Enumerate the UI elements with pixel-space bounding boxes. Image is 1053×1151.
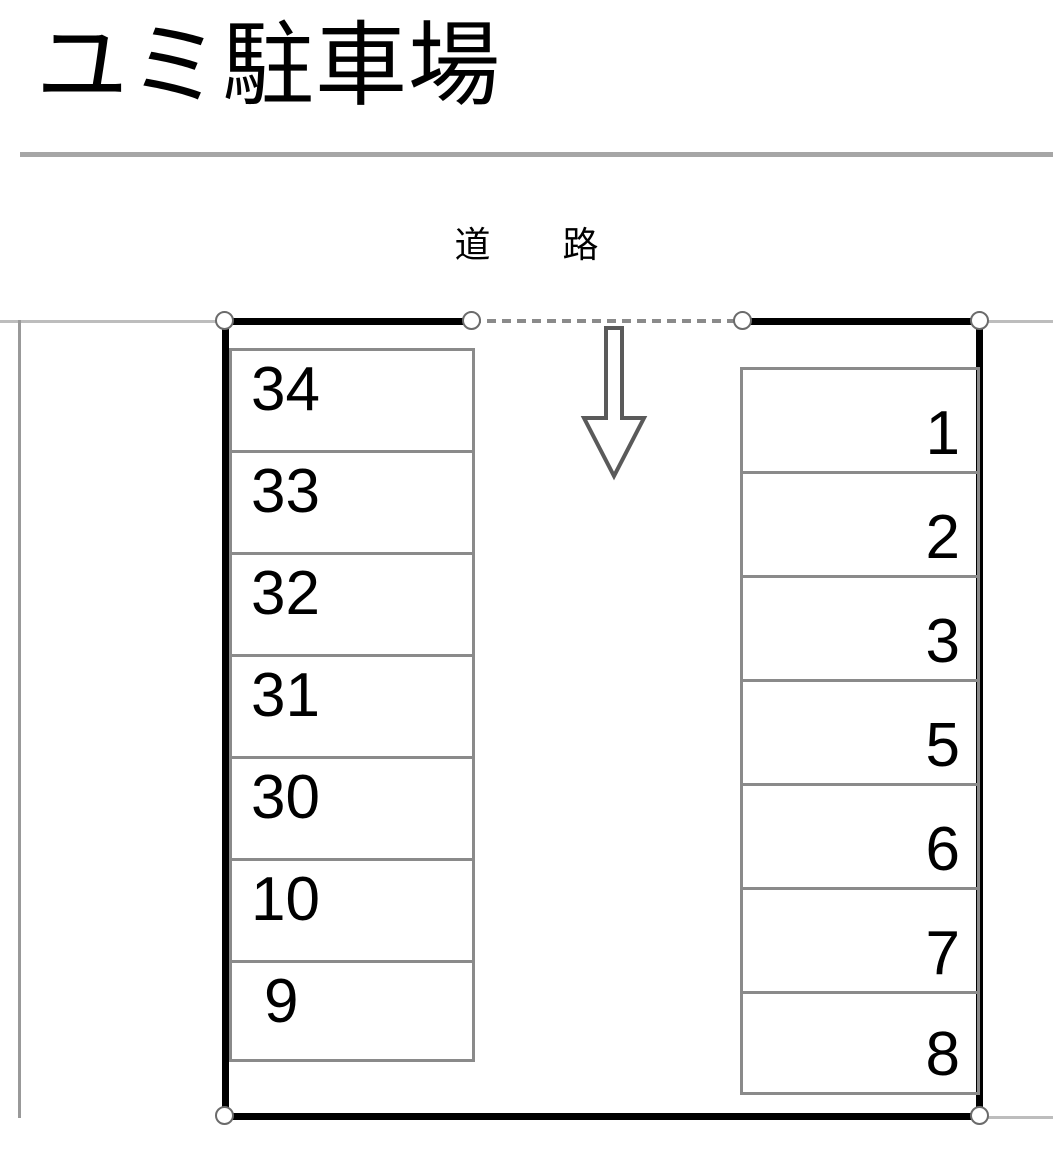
stall-number: 34 xyxy=(251,355,320,424)
corner-handle-entrance-right[interactable] xyxy=(733,311,752,330)
property-boundary-top xyxy=(0,320,232,323)
stall-number: 30 xyxy=(251,763,320,832)
parking-stall[interactable]: 34 xyxy=(229,348,475,450)
entrance-direction-arrow-icon xyxy=(578,326,650,481)
stall-number: 10 xyxy=(251,865,320,934)
stall-number: 32 xyxy=(251,559,320,628)
road-label: 道 路 xyxy=(454,225,617,266)
lot-frame-left xyxy=(222,318,229,1120)
lot-frame-bottom xyxy=(222,1113,983,1120)
parking-stall[interactable]: 32 xyxy=(229,552,475,654)
lot-frame-top-right xyxy=(740,318,983,325)
stall-number: 5 xyxy=(925,711,960,780)
entrance-gap-dashed-line xyxy=(472,319,742,323)
stall-number: 31 xyxy=(251,661,320,730)
page-title: ユミ駐車場 xyxy=(36,12,502,119)
title-divider xyxy=(20,152,1053,157)
parking-block-right: 1 2 3 5 6 7 8 xyxy=(740,367,980,1095)
parking-stall[interactable]: 7 xyxy=(740,887,980,991)
stall-number: 1 xyxy=(925,399,960,468)
stall-number: 9 xyxy=(264,967,299,1036)
stall-number: 7 xyxy=(925,919,960,988)
stall-number: 8 xyxy=(925,1020,960,1089)
parking-stall[interactable]: 9 xyxy=(229,960,475,1062)
parking-stall[interactable]: 6 xyxy=(740,783,980,887)
parking-stall[interactable]: 3 xyxy=(740,575,980,679)
corner-handle-top-right[interactable] xyxy=(970,311,989,330)
corner-handle-entrance-left[interactable] xyxy=(462,311,481,330)
parking-stall[interactable]: 30 xyxy=(229,756,475,858)
stall-number: 33 xyxy=(251,457,320,526)
parking-stall[interactable]: 8 xyxy=(740,991,980,1095)
parking-stall[interactable]: 2 xyxy=(740,471,980,575)
corner-handle-top-left[interactable] xyxy=(215,311,234,330)
property-boundary-left xyxy=(18,320,21,1118)
stall-number: 6 xyxy=(925,815,960,884)
parking-block-left: 34 33 32 31 30 10 9 xyxy=(229,348,475,1062)
parking-stall[interactable]: 1 xyxy=(740,367,980,471)
stall-number: 2 xyxy=(925,503,960,572)
stall-number: 3 xyxy=(925,607,960,676)
parking-stall[interactable]: 10 xyxy=(229,858,475,960)
property-boundary-right-top xyxy=(978,320,1053,323)
property-boundary-right-bottom xyxy=(978,1116,1053,1119)
lot-frame-top-left xyxy=(222,318,474,325)
parking-stall[interactable]: 5 xyxy=(740,679,980,783)
corner-handle-bottom-right[interactable] xyxy=(970,1106,989,1125)
parking-stall[interactable]: 31 xyxy=(229,654,475,756)
parking-stall[interactable]: 33 xyxy=(229,450,475,552)
corner-handle-bottom-left[interactable] xyxy=(215,1106,234,1125)
